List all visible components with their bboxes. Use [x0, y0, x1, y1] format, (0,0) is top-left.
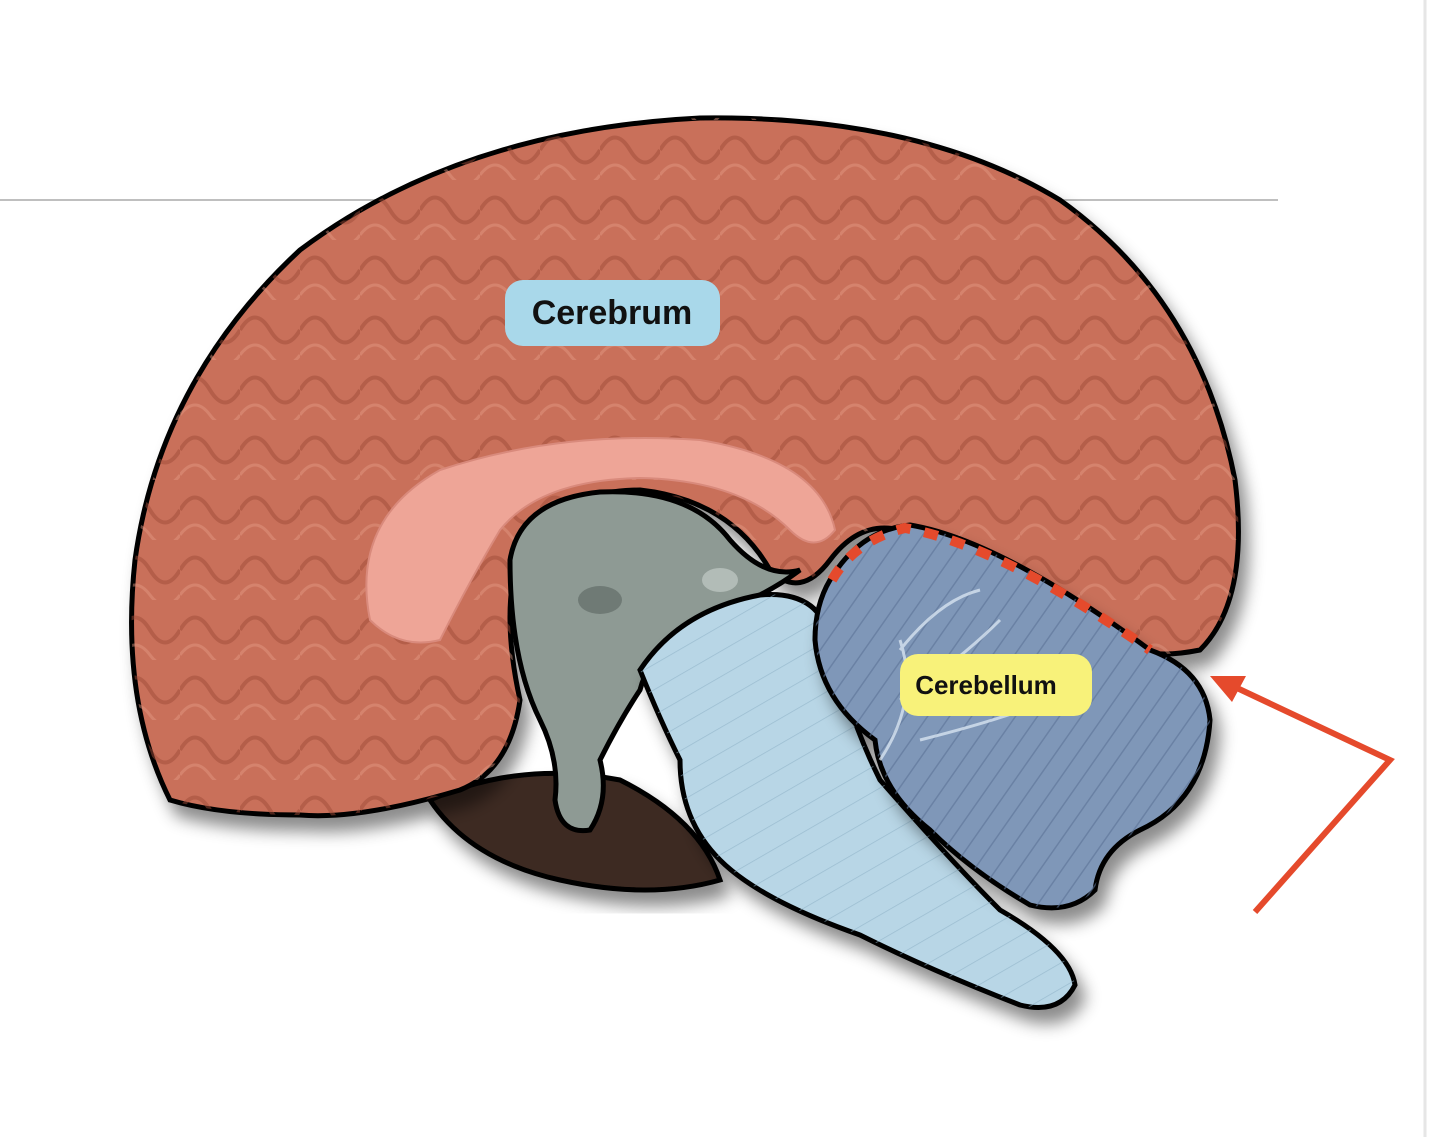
pineal-mark	[702, 568, 738, 592]
callout-arrow-line	[1218, 677, 1395, 914]
thalamus-mark	[578, 586, 622, 614]
tentorium-dashed-boundary	[827, 522, 1153, 655]
cerebellum-label: Cerebellum	[915, 670, 1057, 700]
cerebellum-label-tag: Cerebellum	[900, 654, 1092, 716]
cerebrum-label-tag: Cerebrum	[505, 280, 720, 346]
cerebrum-label: Cerebrum	[532, 294, 693, 332]
corpus-callosum-region	[365, 437, 837, 644]
cerebellum-folia-texture	[815, 525, 1210, 908]
callout-arrowhead	[1210, 676, 1246, 702]
brainstem-fiber-texture	[640, 594, 1075, 1008]
